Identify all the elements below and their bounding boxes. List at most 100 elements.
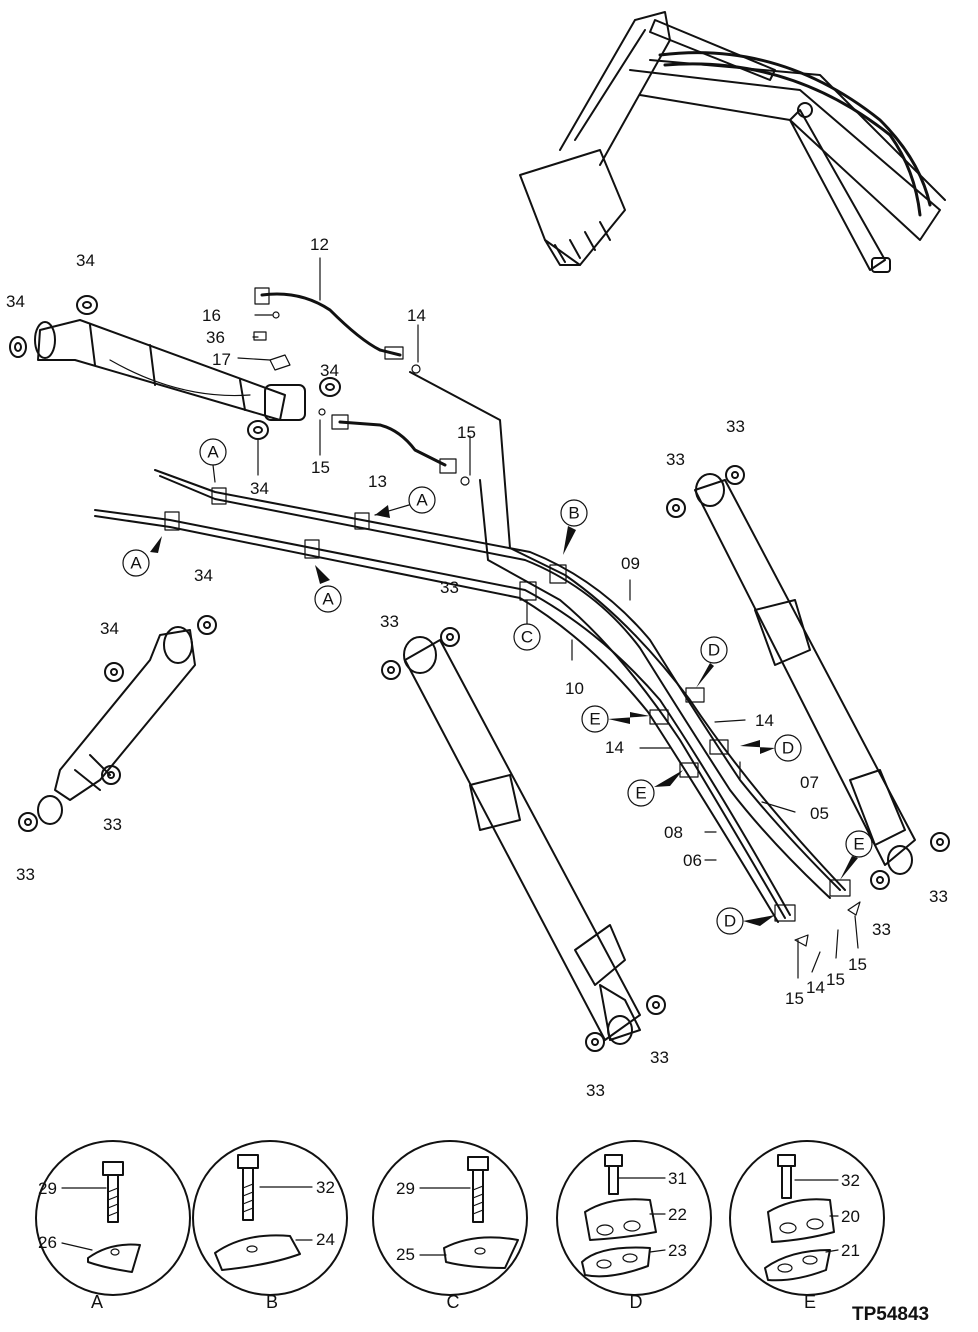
detail-e-caption: E (804, 1292, 816, 1312)
bucket-cylinder-left (37, 626, 196, 825)
detail-e-bolt-label: 32 (841, 1171, 860, 1190)
detail-a-clamp-label: 26 (38, 1233, 57, 1252)
detail-a-caption: A (91, 1292, 103, 1312)
bubble-d: D (716, 907, 775, 935)
figure-code: TP54843 (852, 1304, 929, 1325)
callout-10: 10 (565, 679, 584, 698)
callout-17: 17 (212, 350, 231, 369)
callout-33: 33 (929, 887, 948, 906)
svg-text:D: D (708, 641, 720, 660)
callout-15: 15 (457, 423, 476, 442)
svg-text:B: B (568, 504, 579, 523)
callout-34: 34 (6, 292, 25, 311)
detail-c: 29 25 C (372, 1140, 528, 1312)
callout-06: 06 (683, 851, 702, 870)
boom-cylinder-middle (403, 636, 641, 1045)
washers-middle (381, 627, 666, 1052)
callout-34: 34 (194, 566, 213, 585)
detail-d-clamp-bottom-label: 23 (668, 1241, 687, 1260)
bubble-d: D (696, 636, 728, 688)
callout-16: 16 (202, 306, 221, 325)
bubble-e: E (627, 770, 683, 807)
callout-05: 05 (810, 804, 829, 823)
bubble-e: E (840, 830, 873, 880)
callout-33: 33 (16, 865, 35, 884)
callout-14: 14 (605, 738, 624, 757)
callout-33: 33 (650, 1048, 669, 1067)
detail-b-clamp-label: 24 (316, 1230, 335, 1249)
svg-text:A: A (322, 590, 334, 609)
callout-36: 36 (206, 328, 225, 347)
callout-34: 34 (76, 251, 95, 270)
svg-text:D: D (782, 739, 794, 758)
detail-e-clamp-bottom-label: 21 (841, 1241, 860, 1260)
washers-left (18, 615, 217, 832)
callout-34: 34 (320, 361, 339, 380)
callout-33: 33 (872, 920, 891, 939)
callout-08: 08 (664, 823, 683, 842)
detail-c-clamp-label: 25 (396, 1245, 415, 1264)
svg-text:A: A (207, 443, 219, 462)
callout-15: 15 (311, 458, 330, 477)
svg-text:E: E (853, 835, 864, 854)
svg-text:A: A (416, 491, 428, 510)
detail-e-clamp-top-label: 20 (841, 1207, 860, 1226)
callout-33: 33 (586, 1081, 605, 1100)
detail-b-caption: B (266, 1292, 278, 1312)
callout-15: 15 (826, 970, 845, 989)
detail-bubbles: A A A A B C D (122, 438, 873, 935)
detail-b: 32 24 B (192, 1140, 348, 1312)
callout-15: 15 (785, 989, 804, 1008)
svg-text:A: A (130, 554, 142, 573)
bubble-c: C (513, 599, 541, 651)
callout-33: 33 (666, 450, 685, 469)
detail-d-bolt-label: 31 (668, 1169, 687, 1188)
bubble-d: D (740, 734, 802, 762)
callout-numbers: 34 34 12 16 36 17 14 34 15 34 13 15 34 3… (6, 235, 948, 1100)
callout-33: 33 (440, 578, 459, 597)
pipe-13 (331, 414, 457, 474)
callout-33: 33 (103, 815, 122, 834)
excavator-overview (519, 11, 946, 273)
callout-14: 14 (407, 306, 426, 325)
washers-right (666, 465, 950, 890)
detail-d-clamp-top-label: 22 (668, 1205, 687, 1224)
bubble-a: A (374, 486, 436, 518)
main-pipes (94, 371, 846, 923)
bubble-a: A (122, 536, 162, 577)
callout-15: 15 (848, 955, 867, 974)
detail-d-caption: D (630, 1292, 643, 1312)
callout-07: 07 (800, 773, 819, 792)
callout-14: 14 (806, 978, 825, 997)
bubble-a: A (314, 565, 342, 613)
detail-e: 32 20 21 E (729, 1140, 885, 1312)
bubble-b: B (560, 499, 588, 555)
callout-33: 33 (726, 417, 745, 436)
end-fittings (794, 901, 861, 947)
detail-a: 29 26 A (35, 1140, 191, 1312)
callout-14: 14 (755, 711, 774, 730)
bubble-e: E (581, 705, 650, 733)
svg-text:E: E (589, 710, 600, 729)
callout-34: 34 (100, 619, 119, 638)
svg-text:C: C (521, 628, 533, 647)
detail-c-bolt-label: 29 (396, 1179, 415, 1198)
leader-lines (237, 257, 859, 979)
detail-a-bolt-label: 29 (38, 1179, 57, 1198)
small-hardware (253, 311, 470, 486)
washers-top (9, 295, 341, 440)
boom-cylinder-right (694, 473, 916, 875)
callout-12: 12 (310, 235, 329, 254)
svg-text:D: D (724, 912, 736, 931)
callout-09: 09 (621, 554, 640, 573)
detail-d: 31 22 23 D (556, 1140, 712, 1312)
callout-34: 34 (250, 479, 269, 498)
detail-b-bolt-label: 32 (316, 1178, 335, 1197)
svg-text:E: E (635, 784, 646, 803)
pipe-12 (254, 287, 404, 360)
detail-c-caption: C (447, 1292, 460, 1312)
arm-cylinder (34, 319, 306, 421)
callout-13: 13 (368, 472, 387, 491)
bubble-a: A (199, 438, 227, 483)
